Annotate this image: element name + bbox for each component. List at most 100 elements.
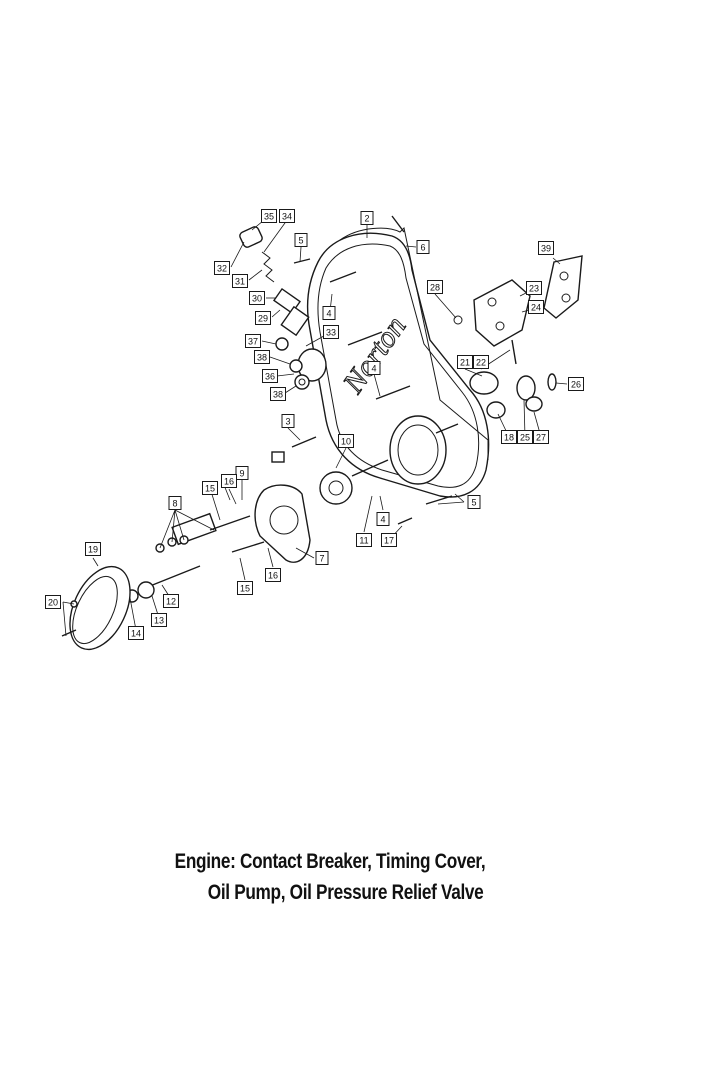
callout-box xyxy=(235,466,249,480)
callout-number: 6 xyxy=(420,243,425,253)
callout-21: 21 xyxy=(457,355,473,369)
callout-box xyxy=(427,280,443,294)
callout-box xyxy=(168,496,182,510)
callout-box xyxy=(270,387,286,401)
callout-box xyxy=(128,626,144,640)
callout-number: 15 xyxy=(205,484,215,494)
callout-number: 23 xyxy=(529,284,539,294)
auto-advance-unit xyxy=(125,535,201,603)
callout-box xyxy=(281,414,295,428)
contact-breaker-plate xyxy=(171,451,389,563)
callout-box xyxy=(360,211,374,225)
callout-39: 39 xyxy=(538,241,554,255)
callout-number: 25 xyxy=(520,433,530,443)
callout-26: 26 xyxy=(568,377,584,391)
callout-box xyxy=(85,542,101,556)
callout-number: 2 xyxy=(364,214,369,224)
callout-10: 10 xyxy=(338,434,354,448)
caption-line-2: Oil Pump, Oil Pressure Relief Valve xyxy=(207,881,484,904)
callout-box xyxy=(214,261,230,275)
exploded-parts-diagram: Norton xyxy=(45,209,584,651)
diagram-caption: Engine: Contact Breaker, Timing Cover, O… xyxy=(141,846,518,908)
callout-4: 4 xyxy=(376,512,390,526)
callout-38: 38 xyxy=(270,387,286,401)
callout-36: 36 xyxy=(262,369,278,383)
callout-box xyxy=(533,430,549,444)
callout-box xyxy=(416,240,430,254)
callout-box xyxy=(517,430,533,444)
callout-number: 3 xyxy=(285,417,290,427)
callout-number: 28 xyxy=(430,283,440,293)
cover-gasket xyxy=(339,215,489,460)
callout-box xyxy=(457,355,473,369)
callout-24: 24 xyxy=(528,300,544,314)
callout-6: 6 xyxy=(416,240,430,254)
callout-box xyxy=(356,533,372,547)
callout-box xyxy=(381,533,397,547)
callout-12: 12 xyxy=(163,594,179,608)
oil-pressure-relief-valve xyxy=(239,226,310,390)
callout-box xyxy=(245,334,261,348)
callout-number: 14 xyxy=(131,629,141,639)
callout-number: 7 xyxy=(319,554,324,564)
callout-number: 5 xyxy=(298,236,303,246)
callout-number: 21 xyxy=(460,358,470,368)
callout-number: 10 xyxy=(341,437,351,447)
callout-11: 11 xyxy=(356,533,372,547)
callout-number: 30 xyxy=(252,294,262,304)
callout-9: 9 xyxy=(235,466,249,480)
callout-box xyxy=(255,311,271,325)
callout-number: 9 xyxy=(239,469,244,479)
callout-3: 3 xyxy=(281,414,295,428)
callout-box xyxy=(45,595,61,609)
callout-16: 16 xyxy=(265,568,281,582)
callout-number: 4 xyxy=(326,309,331,319)
callout-box xyxy=(467,495,481,509)
callout-13: 13 xyxy=(151,613,167,627)
callout-8: 8 xyxy=(168,496,182,510)
callout-4: 4 xyxy=(367,361,381,375)
callout-number: 39 xyxy=(541,244,551,254)
callout-number: 17 xyxy=(384,536,394,546)
callout-number: 8 xyxy=(172,499,177,509)
callout-7: 7 xyxy=(315,551,329,565)
callout-box xyxy=(262,369,278,383)
callout-number: 19 xyxy=(88,545,98,555)
callout-box xyxy=(501,430,517,444)
callout-29: 29 xyxy=(255,311,271,325)
callout-5: 5 xyxy=(294,233,308,247)
callout-number: 24 xyxy=(531,303,541,313)
fixing-screws xyxy=(291,258,459,525)
callout-number: 11 xyxy=(359,536,368,546)
callout-number: 31 xyxy=(235,277,245,287)
oil-pump-gears xyxy=(469,371,557,419)
callout-box xyxy=(163,594,179,608)
callout-box xyxy=(202,481,218,495)
callout-box xyxy=(568,377,584,391)
callout-number: 15 xyxy=(240,584,250,594)
callout-18: 18 xyxy=(501,430,517,444)
contact-breaker-cover xyxy=(61,565,131,651)
callout-20: 20 xyxy=(45,595,61,609)
callout-17: 17 xyxy=(381,533,397,547)
callout-number: 32 xyxy=(217,264,227,274)
callout-box xyxy=(221,474,237,488)
callout-box xyxy=(367,361,381,375)
callout-number: 29 xyxy=(258,314,268,324)
callout-box xyxy=(254,350,270,364)
callout-23: 23 xyxy=(526,281,542,295)
callout-2: 2 xyxy=(360,211,374,225)
callout-22: 22 xyxy=(473,355,489,369)
callout-number: 35 xyxy=(264,212,274,222)
callout-number: 34 xyxy=(282,212,292,222)
callout-box xyxy=(338,434,354,448)
callout-15: 15 xyxy=(202,481,218,495)
callout-38: 38 xyxy=(254,350,270,364)
callout-box xyxy=(261,209,277,223)
callout-number: 36 xyxy=(265,372,275,382)
callout-number: 22 xyxy=(476,358,486,368)
callout-box xyxy=(528,300,544,314)
callout-number: 27 xyxy=(536,433,546,443)
callout-number: 33 xyxy=(326,328,336,338)
callout-box xyxy=(323,325,339,339)
